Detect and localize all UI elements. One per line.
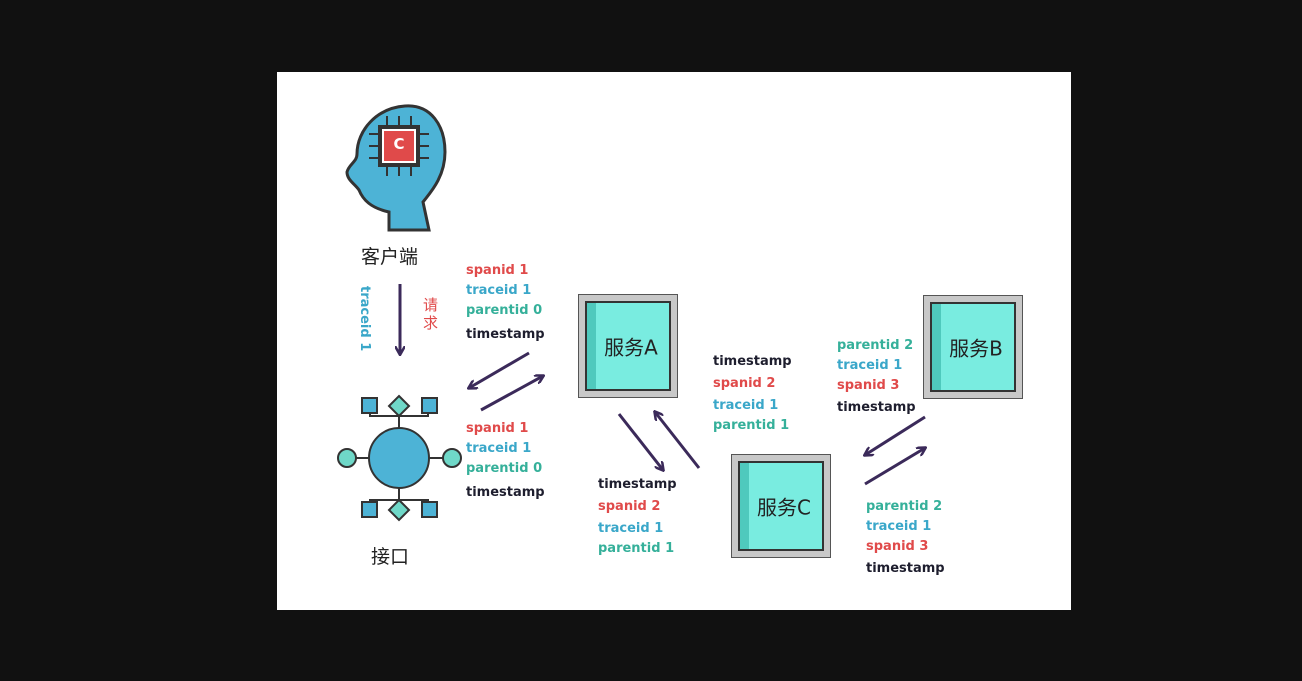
gateway-network-icon xyxy=(337,394,462,522)
client-label: 客户端 xyxy=(361,246,419,268)
tag-traceid: traceid 1 xyxy=(837,358,903,373)
tag-timestamp: timestamp xyxy=(466,327,545,342)
tag-spanid: spanid 1 xyxy=(466,421,529,436)
tag-spanid: spanid 2 xyxy=(713,376,776,391)
arrow-c-to-a xyxy=(655,412,701,469)
tag-traceid: traceid 1 xyxy=(866,519,932,534)
trace-diagram: C 客户端 接口 traceid 1 请求 服务A 服务B 服务C spanid… xyxy=(277,72,1071,610)
arrow-a-to-gateway xyxy=(469,351,530,388)
tag-timestamp: timestamp xyxy=(598,477,677,492)
request-label: 请求 xyxy=(423,296,439,332)
gateway-label: 接口 xyxy=(371,546,410,568)
service-c-box: 服务C xyxy=(731,454,831,558)
tag-spanid: spanid 3 xyxy=(866,539,929,554)
service-a-label: 服务A xyxy=(604,335,658,360)
tag-spanid: spanid 3 xyxy=(837,378,900,393)
service-a-box: 服务A xyxy=(578,294,678,398)
tag-c-to-b: parentid 2 traceid 1 spanid 3 timestamp xyxy=(866,497,945,579)
tag-parentid: parentid 1 xyxy=(598,541,675,556)
arrow-c-to-b xyxy=(864,448,925,486)
tag-gateway-to-a: spanid 1 traceid 1 parentid 0 timestamp xyxy=(466,261,545,345)
arrow-b-to-c xyxy=(865,415,926,455)
tag-parentid: parentid 0 xyxy=(466,303,543,318)
tag-b-to-c: parentid 2 traceid 1 spanid 3 timestamp xyxy=(837,336,916,418)
tag-traceid: traceid 1 xyxy=(598,521,664,536)
client-head-icon xyxy=(345,104,447,232)
tag-c-to-a: timestamp spanid 2 traceid 1 parentid 1 xyxy=(713,352,792,436)
tag-timestamp: timestamp xyxy=(866,561,945,576)
tag-parentid: parentid 2 xyxy=(866,499,943,514)
chip-letter: C xyxy=(393,135,405,153)
service-b-label: 服务B xyxy=(949,336,1003,361)
service-b-box: 服务B xyxy=(923,295,1023,399)
tag-timestamp: timestamp xyxy=(713,354,792,369)
arrow-gateway-to-a xyxy=(480,376,543,412)
tag-traceid: traceid 1 xyxy=(466,441,532,456)
tag-timestamp: timestamp xyxy=(837,400,916,415)
tag-traceid: traceid 1 xyxy=(466,283,532,298)
request-traceid-tag: traceid 1 xyxy=(357,286,372,352)
tag-parentid: parentid 2 xyxy=(837,338,914,353)
tag-parentid: parentid 0 xyxy=(466,461,543,476)
tag-spanid: spanid 1 xyxy=(466,263,529,278)
arrow-a-to-c xyxy=(617,413,663,470)
tag-parentid: parentid 1 xyxy=(713,418,790,433)
tag-traceid: traceid 1 xyxy=(713,398,779,413)
tag-timestamp: timestamp xyxy=(466,485,545,500)
diagram-graphics xyxy=(337,104,1071,522)
tag-a-to-gateway: spanid 1 traceid 1 parentid 0 timestamp xyxy=(466,419,545,503)
tag-a-to-c: timestamp spanid 2 traceid 1 parentid 1 xyxy=(598,475,677,559)
tag-spanid: spanid 2 xyxy=(598,499,661,514)
service-c-label: 服务C xyxy=(757,495,811,520)
